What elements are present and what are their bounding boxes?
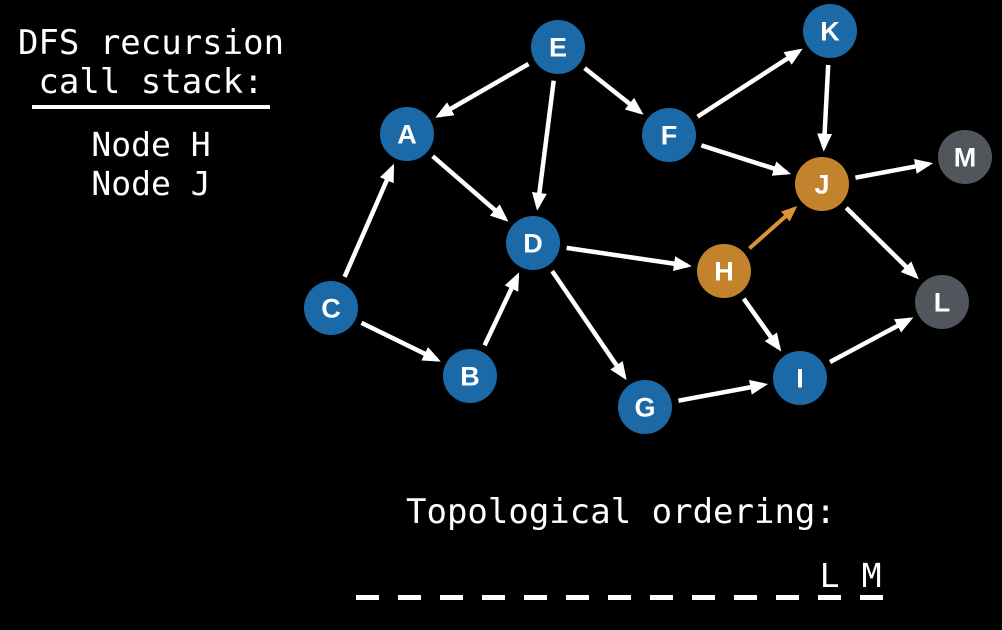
edge-C-to-B [360, 320, 441, 362]
node-C [304, 281, 358, 335]
edge-G-to-I [677, 379, 769, 403]
edge-E-to-F [583, 66, 644, 115]
graph-nodes: E K A F M J D H C L B I G [304, 4, 992, 434]
call-stack-title-underlined: call stack: [32, 63, 270, 109]
topo-slot-10-empty [734, 554, 757, 600]
topo-slot-13-M: M [860, 554, 883, 600]
node-label-A: A [397, 120, 417, 150]
edge-I-to-L [828, 317, 914, 364]
node-label-B: B [460, 362, 480, 392]
edge-H-to-I [741, 297, 782, 352]
topo-slot-1-empty [356, 554, 379, 600]
call-stack-entry-1: Node H [91, 125, 211, 164]
node-label-J: J [814, 170, 829, 200]
node-D [506, 216, 560, 270]
topo-slot-11-empty [776, 554, 799, 600]
node-label-L: L [934, 288, 951, 318]
node-M [938, 130, 992, 184]
topo-slot-2-empty [398, 554, 421, 600]
edge-D-to-G [550, 269, 627, 381]
edge-B-to-D [482, 272, 520, 347]
edge-C-to-A [342, 163, 395, 278]
node-L [915, 275, 969, 329]
call-stack-title-line2: call stack: [2, 63, 300, 109]
edge-F-to-J [700, 143, 792, 176]
node-label-G: G [634, 393, 655, 423]
topo-slot-5-empty [524, 554, 547, 600]
topological-ordering-label: Topological ordering: [406, 492, 836, 532]
topo-slot-12-L: L [818, 554, 841, 600]
node-E [531, 20, 585, 74]
node-label-D: D [523, 229, 543, 259]
edge-K-to-J [817, 64, 833, 152]
topo-slot-6-empty [566, 554, 589, 600]
edge-E-to-A [435, 62, 530, 118]
node-label-K: K [820, 17, 840, 47]
topo-slot-3-empty [440, 554, 463, 600]
edge-E-to-D [531, 80, 556, 211]
edge-A-to-D [431, 154, 509, 222]
edge-F-to-K [696, 48, 803, 119]
topo-slot-4-empty [482, 554, 505, 600]
topo-slot-8-empty [650, 554, 673, 600]
node-label-E: E [549, 33, 567, 63]
call-stack-title-line1: DFS recursion [17, 23, 285, 63]
topo-slot-9-empty [692, 554, 715, 600]
node-label-F: F [661, 121, 678, 151]
topo-slot-7-empty [608, 554, 631, 600]
node-label-C: C [321, 294, 341, 324]
edge-D-to-H [566, 245, 692, 272]
node-A [380, 107, 434, 161]
node-F [642, 108, 696, 162]
graph-edges [342, 48, 934, 403]
edge-H-to-J [748, 205, 798, 250]
node-label-H: H [714, 257, 734, 287]
node-J [795, 157, 849, 211]
node-I [773, 351, 827, 405]
node-H [697, 244, 751, 298]
call-stack-entry-2: Node J [91, 164, 211, 203]
node-K [803, 4, 857, 58]
node-label-M: M [954, 143, 977, 173]
node-G [618, 380, 672, 434]
edge-J-to-M [854, 159, 934, 180]
edge-J-to-L [844, 206, 919, 280]
node-B [443, 349, 497, 403]
node-label-I: I [796, 364, 804, 394]
